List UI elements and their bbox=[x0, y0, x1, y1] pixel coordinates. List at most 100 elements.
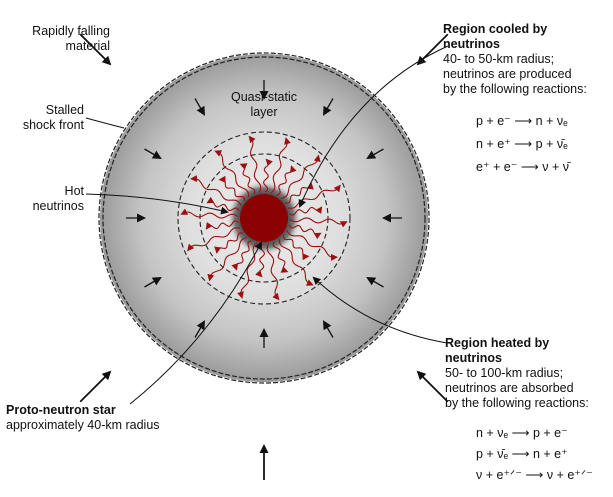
label-falling-material: Rapidly falling material bbox=[16, 24, 110, 54]
cooled-title-1: Region cooled by bbox=[443, 22, 548, 36]
label-protostar: Proto-neutron star approximately 40-km r… bbox=[6, 403, 160, 433]
neutrino-ray bbox=[190, 175, 242, 206]
neutrino-ray bbox=[266, 243, 280, 301]
neutrino-ray bbox=[278, 239, 314, 286]
shock-front-outer bbox=[98, 52, 430, 384]
leader-cooled-region bbox=[298, 45, 449, 208]
heated-title-1: Region heated by bbox=[445, 336, 550, 350]
proto-neutron-star-core bbox=[240, 194, 288, 242]
neutrino-ray bbox=[286, 230, 338, 261]
rh1-rhs: p + e⁻ bbox=[532, 426, 568, 440]
reaction-cooled-1: p + e⁻ ⟶ n + νₑ bbox=[476, 113, 568, 128]
label-falling-line2: material bbox=[65, 39, 110, 53]
rh3-arrow: ⟶ bbox=[525, 468, 544, 482]
cooling-region-boundary bbox=[199, 153, 329, 283]
heated-desc-1: 50- to 100-km radius; bbox=[445, 366, 564, 380]
neutrino-ray bbox=[207, 236, 247, 282]
neutrino-ray bbox=[187, 227, 241, 252]
neutrino-ray bbox=[218, 175, 246, 201]
rc1-rhs: n + νₑ bbox=[535, 114, 568, 128]
neutrino-ray bbox=[272, 241, 289, 273]
neutrino-ray bbox=[263, 158, 273, 193]
falling-material-arrow bbox=[79, 370, 112, 403]
label-hot-line2: neutrinos bbox=[32, 199, 84, 213]
reaction-heated-1: n + νₑ ⟶ p + e⁻ bbox=[476, 425, 568, 440]
heated-desc-3: by the following reactions: bbox=[445, 396, 589, 410]
neutrino-ray bbox=[239, 163, 256, 195]
label-cooled-region: Region cooled by neutrinos 40- to 50-km … bbox=[443, 22, 587, 97]
leader-heated-region bbox=[312, 276, 448, 344]
heated-title-2: neutrinos bbox=[445, 351, 502, 365]
shock-front-inner bbox=[102, 56, 426, 380]
leader-protostar bbox=[129, 241, 262, 405]
label-protostar-title: Proto-neutron star bbox=[6, 403, 116, 417]
rh2-arrow: ⟶ bbox=[511, 447, 530, 461]
neutrino-ray bbox=[276, 165, 297, 196]
label-hot-line1: Hot bbox=[64, 184, 84, 198]
cooled-desc-1: 40- to 50-km radius; bbox=[443, 52, 555, 66]
neutrino-ray bbox=[248, 135, 262, 193]
rh2-lhs: p + ν̄ₑ bbox=[476, 447, 509, 461]
label-shock-line1: Stalled bbox=[45, 103, 84, 117]
neutrino-ray bbox=[214, 150, 250, 197]
reaction-cooled-2: n + e⁺ ⟶ p + ν̄ₑ bbox=[476, 136, 568, 151]
rh1-lhs: n + νₑ bbox=[476, 426, 509, 440]
infall-arrow bbox=[194, 98, 205, 116]
rc3-lhs: e⁺ + e⁻ bbox=[476, 160, 518, 174]
rh2-rhs: n + e⁺ bbox=[532, 447, 568, 461]
leader-hot-neutrinos bbox=[85, 193, 229, 215]
rc2-lhs: n + e⁺ bbox=[476, 137, 511, 151]
rc2-rhs: p + ν̄ₑ bbox=[535, 137, 568, 151]
cooled-desc-3: by the following reactions: bbox=[443, 82, 587, 96]
infall-arrow bbox=[194, 320, 205, 338]
infall-arrow bbox=[366, 148, 384, 159]
infall-arrow bbox=[144, 277, 162, 288]
cooled-desc-2: neutrinos are produced bbox=[443, 67, 572, 81]
infall-arrow bbox=[366, 277, 384, 288]
neutrino-ray bbox=[205, 220, 239, 230]
label-heated-region: Region heated by neutrinos 50- to 100-km… bbox=[445, 336, 589, 411]
rc3-arrow: ⟶ bbox=[520, 160, 539, 174]
neutrino-ray bbox=[270, 137, 291, 194]
label-quasi-static: Quasi-static layer bbox=[212, 90, 316, 120]
rh3-lhs: ν + e⁺ᐟ⁻ bbox=[476, 468, 522, 482]
label-quasi-line1: Quasi-static bbox=[231, 90, 297, 104]
label-falling-line1: Rapidly falling bbox=[32, 24, 110, 38]
leader-shock bbox=[85, 117, 125, 129]
cooled-title-2: neutrinos bbox=[443, 37, 500, 51]
neutrino-ray bbox=[289, 206, 323, 216]
label-protostar-desc: approximately 40-km radius bbox=[6, 418, 160, 432]
falling-material-arrow bbox=[79, 33, 112, 66]
rc3-rhs: ν + ν̄ bbox=[542, 160, 569, 174]
neutrino-rays bbox=[180, 135, 348, 301]
infall-arrow bbox=[323, 320, 334, 338]
neutrino-ray bbox=[289, 217, 348, 228]
neutrino-ray bbox=[285, 182, 314, 204]
neutrino-ray bbox=[287, 184, 341, 209]
neutrino-ray bbox=[180, 208, 239, 219]
neutrino-ray bbox=[231, 240, 252, 271]
infall-arrow bbox=[144, 148, 162, 159]
reaction-heated-3: ν + e⁺ᐟ⁻ ⟶ ν + e⁺ᐟ⁻ bbox=[476, 467, 593, 482]
infall-arrows bbox=[79, 33, 449, 480]
neutrino-ray bbox=[281, 154, 321, 200]
neutrino-ray bbox=[206, 196, 240, 212]
falling-material-arrow bbox=[416, 370, 449, 403]
neutrino-ray bbox=[237, 242, 258, 299]
rc1-arrow: ⟶ bbox=[514, 114, 533, 128]
label-quasi-line2: layer bbox=[250, 105, 278, 119]
neutrino-ray bbox=[214, 232, 243, 254]
reaction-cooled-3: e⁺ + e⁻ ⟶ ν + ν̄ bbox=[476, 159, 569, 174]
rc2-arrow: ⟶ bbox=[514, 137, 533, 151]
rh3-rhs: ν + e⁺ᐟ⁻ bbox=[546, 468, 593, 482]
neutrino-ray bbox=[282, 235, 310, 261]
rh1-arrow: ⟶ bbox=[511, 426, 530, 440]
heated-desc-2: neutrinos are absorbed bbox=[445, 381, 574, 395]
infall-arrow bbox=[323, 98, 334, 116]
label-shock-line2: shock front bbox=[22, 118, 84, 132]
reaction-heated-2: p + ν̄ₑ ⟶ n + e⁺ bbox=[476, 446, 568, 461]
label-shock-front: Stalled shock front bbox=[4, 103, 84, 133]
neutrino-ray bbox=[288, 224, 322, 240]
